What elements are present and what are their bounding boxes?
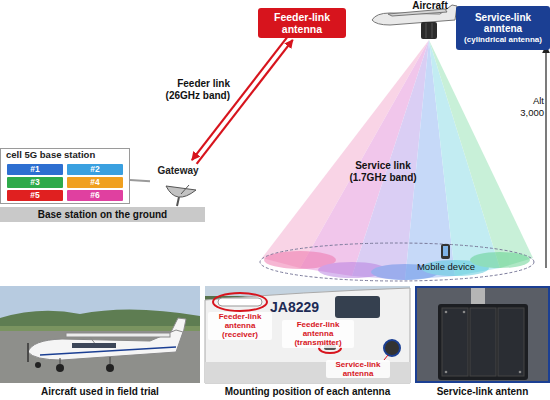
dish-feed (181, 185, 189, 194)
wing (66, 333, 170, 337)
cell-box: #2 (67, 164, 123, 175)
cylindrical-antenna (421, 22, 437, 39)
callout-label: Feeder-link antenna (transmitter) (282, 320, 354, 348)
registration-mark: JA8229 (270, 299, 330, 315)
part-label: Aircraft (404, 0, 456, 12)
photo-caption: Aircraft used in field trial (0, 386, 200, 398)
callout-label: Service-link antenna (326, 360, 390, 378)
rivet (463, 311, 466, 314)
tarmac (0, 326, 200, 383)
photo-frame (416, 287, 549, 382)
service-antenna-mark (384, 340, 400, 356)
dish-stand (177, 197, 179, 206)
rivet (445, 371, 448, 374)
node-text: Base station on the ground (38, 209, 167, 221)
feeder-link-arrow (197, 40, 293, 164)
node-text: #6 (90, 191, 99, 201)
node-text: #1 (30, 165, 39, 175)
antenna-panel (470, 308, 496, 376)
antenna-box: Feeder-link antenna (258, 8, 346, 38)
beam (429, 40, 533, 268)
trees (205, 286, 410, 383)
cell-footprint (470, 252, 530, 268)
coverage-area (260, 243, 534, 281)
cell-box: #1 (7, 164, 63, 175)
wheel (56, 364, 64, 372)
altitude-arrow (545, 46, 546, 268)
antenna-housing (438, 304, 528, 380)
cell-footprints (264, 251, 530, 280)
windows (72, 343, 116, 348)
antenna-box: Service-link anntena(cylindrical antenna… (456, 6, 550, 50)
photo-service-antenna (415, 286, 550, 383)
gateway-node: Gateway (150, 162, 206, 204)
node-text: #3 (30, 178, 39, 188)
beam (429, 40, 500, 276)
node-text: cell 5G base station (6, 150, 95, 161)
edge-label: Feeder link (26GHz band) (150, 78, 230, 101)
mobile-screen (443, 246, 448, 256)
gear (60, 358, 61, 364)
backhaul-line (130, 180, 150, 181)
photo-background (415, 286, 550, 383)
gear (110, 357, 111, 364)
cell-box: #6 (67, 190, 123, 201)
service-beams (262, 40, 533, 280)
window (335, 296, 380, 318)
propeller (27, 343, 29, 362)
rivet (445, 311, 448, 314)
antenna-rib (426, 23, 427, 38)
photo-aircraft (0, 286, 200, 383)
wheel (35, 362, 41, 368)
antenna-panel (498, 308, 524, 376)
node-text: #5 (30, 191, 39, 201)
node-text: #2 (90, 165, 99, 175)
node-text: Gateway (157, 165, 198, 177)
link-label: Service link (1.7GHz band) (338, 160, 428, 183)
node-text: (cylindrical antenna) (464, 35, 542, 44)
stripe (40, 347, 176, 355)
fuselage (28, 330, 183, 360)
photo-caption: Mounting position of each antenna (205, 386, 410, 398)
node-text: Feeder-link antenna (261, 11, 343, 35)
photo-mounting (205, 286, 410, 383)
cell-box: #5 (7, 190, 63, 201)
callout-label: Feeder-link antenna (receiver) (208, 312, 272, 340)
dish (166, 186, 196, 197)
node-text: Service-link anntena (459, 12, 547, 35)
wheel (106, 364, 114, 372)
antenna-panel (442, 308, 468, 376)
cell-box: #3 (7, 177, 63, 188)
mount-pole (471, 286, 485, 306)
node-text: #4 (90, 178, 99, 188)
highlight-ring (213, 293, 267, 311)
base-station-panel: cell 5G base station #1 #2 #3 #4 #5 #6 (0, 148, 130, 204)
device-label: Mobile device (408, 262, 484, 273)
hills (0, 309, 200, 326)
ground-bar: Base station on the ground (0, 207, 205, 222)
gateway-dish (166, 185, 196, 206)
fuselage (205, 288, 410, 383)
photo-caption: Service-link antenn (415, 386, 550, 398)
rivet (519, 371, 522, 374)
grass (0, 326, 200, 331)
sky (0, 286, 200, 326)
antenna-rib (432, 23, 433, 38)
receiver-antenna (218, 298, 262, 306)
mobile-device-icon (441, 244, 450, 259)
altitude-label: Alt (514, 96, 544, 107)
altitude-value: 3,000 (514, 108, 544, 119)
cell-box: #4 (67, 177, 123, 188)
